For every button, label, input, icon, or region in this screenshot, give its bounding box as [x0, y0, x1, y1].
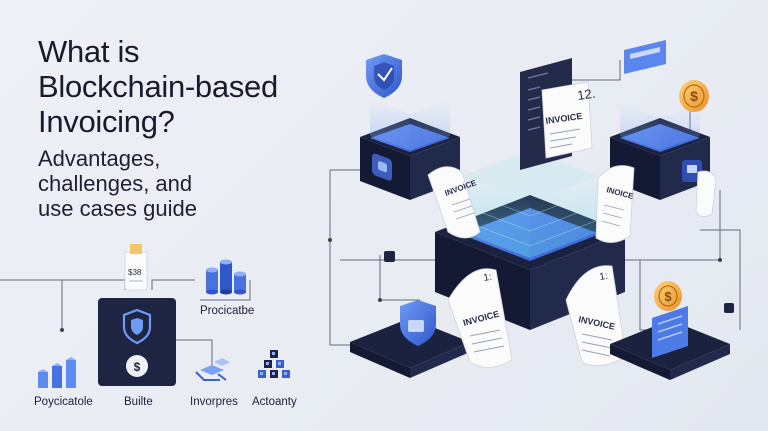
database-stack-icon	[206, 259, 246, 295]
svg-text:1:: 1:	[599, 271, 609, 283]
title-line-3: Invoicing?	[38, 104, 175, 139]
subtitle-line-3: use cases guide	[38, 196, 197, 221]
subtitle-line-1: Advantages,	[38, 146, 161, 171]
bottom-right-platform: $	[610, 281, 730, 380]
cube-pyramid-icon	[258, 350, 290, 378]
svg-text:1:: 1:	[483, 272, 493, 284]
label-procicatbe: Procicatbe	[200, 305, 255, 317]
small-receipt-icon: $38	[124, 244, 148, 291]
subtitle-line-2: challenges, and	[38, 171, 193, 196]
title-line-2: Blockchain-based	[38, 69, 278, 104]
shield-icon	[366, 54, 402, 98]
label-actoanty: Actoanty	[252, 396, 297, 408]
top-left-block-node	[360, 100, 460, 200]
flow-diagram-icon	[195, 358, 230, 381]
bottom-left-invoice: 1: INVOICE	[447, 268, 513, 368]
coin-dollar-bottom: $	[664, 289, 672, 304]
coin-icon-bottom	[654, 281, 682, 311]
title-line-1: What is	[38, 34, 140, 69]
connector-dots	[60, 238, 722, 332]
left-invoice-roll: INVOICE	[427, 166, 481, 239]
coin-icon: $	[679, 80, 709, 112]
bottom-right-invoice: 1: INVOICE	[565, 265, 627, 367]
small-receipt-value: $38	[128, 268, 142, 277]
right-invoice-roll: INOICE	[595, 165, 717, 243]
page-title: What is Blockchain-based Invoicing?	[38, 34, 278, 139]
page-subtitle: Advantages, challenges, and use cases gu…	[38, 146, 197, 221]
label-builte: Builte	[124, 396, 153, 408]
label-invorpres: Invorpres	[190, 396, 238, 408]
top-invoice-number: 12.	[576, 86, 596, 103]
floating-card-icon	[624, 40, 666, 74]
builte-dollar: $	[134, 360, 141, 374]
bottom-left-platform	[350, 300, 470, 378]
builte-card: $	[98, 298, 176, 386]
coin-dollar-top: $	[690, 88, 698, 104]
top-invoice-document: 12. INVOICE	[520, 58, 596, 170]
label-poycicatole: Poycicatole	[34, 396, 93, 408]
bar-chart-icon	[38, 357, 76, 388]
